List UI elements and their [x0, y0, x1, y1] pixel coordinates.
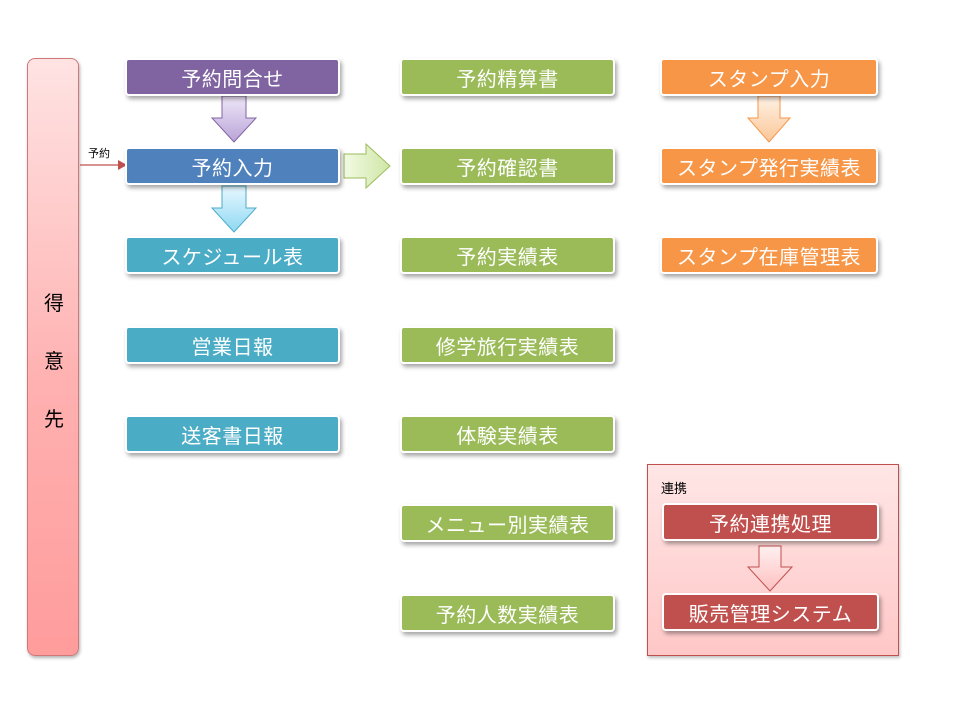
customer-char-3: 先 [44, 407, 64, 431]
settlement-box: 予約精算書 [400, 58, 615, 96]
stamp-issue-box: スタンプ発行実績表 [660, 147, 878, 185]
entry-to-schedule-arrow [210, 185, 258, 233]
reservation-entry-box: 予約入力 [125, 147, 340, 185]
stamp-entry-to-issue-arrow [746, 95, 792, 143]
sales-system-box: 販売管理システム [662, 593, 879, 631]
menu-results-box: メニュー別実績表 [400, 504, 615, 542]
customer-char-2: 意 [44, 349, 64, 373]
entry-to-confirmation-arrow [343, 142, 391, 190]
customer-to-entry-arrowhead [118, 160, 127, 170]
customer-arrow-label: 予約 [88, 147, 110, 160]
process-to-system-arrow [746, 545, 794, 592]
sales-daily-box: 営業日報 [125, 326, 340, 364]
experience-box: 体験実績表 [400, 415, 615, 453]
confirmation-box: 予約確認書 [400, 147, 615, 185]
headcount-results-box: 予約人数実績表 [400, 594, 615, 632]
inquiry-to-entry-arrow [210, 95, 258, 143]
customer-bar: 得 意 先 [27, 58, 79, 656]
stamp-inventory-box: スタンプ在庫管理表 [660, 236, 878, 274]
schedule-box: スケジュール表 [125, 236, 340, 274]
results-box: 予約実績表 [400, 236, 615, 274]
customer-char-1: 得 [44, 291, 64, 315]
school-trip-box: 修学旅行実績表 [400, 326, 615, 364]
link-group-label: 連携 [661, 482, 688, 497]
stamp-entry-box: スタンプ入力 [660, 58, 878, 96]
shuttle-daily-box: 送客書日報 [125, 415, 340, 453]
inquiry-box: 予約問合せ [125, 58, 340, 96]
link-process-box: 予約連携処理 [662, 503, 879, 541]
